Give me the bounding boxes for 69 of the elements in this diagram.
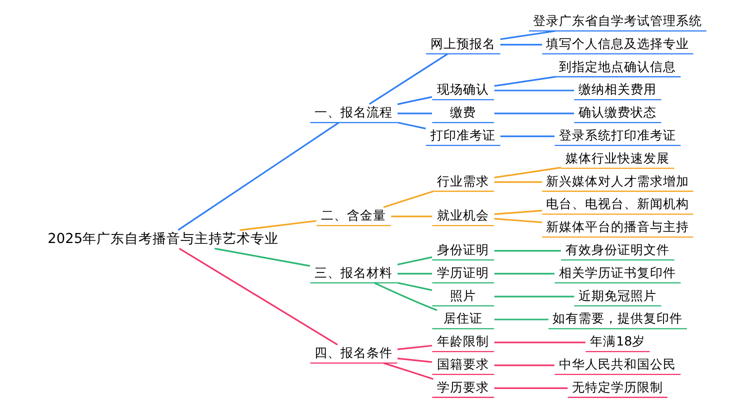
node-text: 打印准考证 bbox=[430, 128, 496, 143]
connector bbox=[494, 76, 555, 87]
connector bbox=[494, 166, 561, 178]
connector bbox=[396, 256, 432, 266]
connector bbox=[396, 96, 432, 106]
node-text: 身份证明 bbox=[436, 242, 489, 258]
node-text: 近期免冠照片 bbox=[578, 288, 656, 303]
node-text: 到指定地点确认信息 bbox=[558, 58, 676, 74]
node-text: 如有需要，提供复印件 bbox=[552, 310, 682, 326]
connector bbox=[382, 362, 433, 380]
node-text: 二、含金量 bbox=[320, 208, 386, 223]
node-text: 一、报名流程 bbox=[314, 104, 392, 120]
node-text: 中华人民共和国公民 bbox=[558, 356, 676, 372]
connector bbox=[177, 122, 339, 231]
connector bbox=[214, 248, 310, 267]
connector bbox=[494, 90, 574, 92]
connector bbox=[494, 364, 554, 366]
node-text: 登录系统打印准考证 bbox=[558, 128, 676, 143]
node-text: 三、报名材料 bbox=[314, 264, 392, 280]
connector bbox=[397, 272, 432, 274]
connector bbox=[494, 342, 585, 344]
node-text: 就业机会 bbox=[436, 208, 489, 223]
connector bbox=[494, 218, 542, 224]
connector bbox=[494, 296, 574, 298]
node-text: 年龄限制 bbox=[436, 334, 489, 349]
node-text: 有效身份证明文件 bbox=[565, 242, 670, 258]
node-text: 缴纳相关费用 bbox=[578, 82, 656, 97]
node-text: 年满18岁 bbox=[590, 334, 645, 349]
connector bbox=[494, 210, 542, 215]
connector bbox=[239, 220, 316, 231]
connector bbox=[500, 30, 556, 40]
node-text: 登录广东省自学考试管理系统 bbox=[532, 13, 702, 28]
connector bbox=[368, 53, 448, 105]
node-text: 媒体行业快速发展 bbox=[565, 150, 670, 166]
node-text: 学历证明 bbox=[436, 264, 489, 280]
node-text: 四、报名条件 bbox=[314, 345, 392, 360]
connector bbox=[390, 216, 432, 218]
node-text: 现场确认 bbox=[436, 82, 489, 97]
node-text: 网上预报名 bbox=[430, 36, 496, 51]
node-text: 新媒体平台的播音与主持 bbox=[546, 219, 689, 234]
node-text: 确认缴费状态 bbox=[578, 104, 656, 120]
connector bbox=[494, 387, 568, 390]
connector bbox=[178, 248, 338, 346]
node-text: 国籍要求 bbox=[436, 356, 489, 372]
node-text: 照片 bbox=[450, 288, 476, 303]
node-text: 2025年广东自考播音与主持艺术专业 bbox=[47, 230, 278, 247]
connector bbox=[396, 122, 426, 130]
connector bbox=[500, 44, 542, 46]
node-text: 行业需求 bbox=[436, 173, 489, 188]
node-text: 居住证 bbox=[443, 310, 482, 326]
connector bbox=[494, 181, 542, 183]
node-text: 填写个人信息及选择专业 bbox=[546, 36, 689, 51]
connector bbox=[494, 112, 574, 114]
node-text: 相关学历证书复印件 bbox=[558, 264, 676, 280]
connector bbox=[396, 358, 432, 363]
connector bbox=[494, 250, 560, 252]
connector bbox=[500, 136, 554, 138]
connector bbox=[494, 318, 548, 320]
node-text: 学历要求 bbox=[436, 379, 489, 394]
node-text: 电台、电视台、新闻机构 bbox=[546, 196, 689, 212]
connector bbox=[396, 344, 432, 350]
connector bbox=[494, 272, 554, 274]
node-text: 新兴媒体对人才需求增加 bbox=[546, 173, 689, 188]
connector bbox=[396, 282, 432, 291]
connector bbox=[397, 112, 432, 114]
node-text: 缴费 bbox=[450, 104, 476, 120]
node-text: 无特定学历限制 bbox=[572, 379, 663, 394]
connector bbox=[374, 282, 437, 311]
connector bbox=[382, 190, 433, 208]
